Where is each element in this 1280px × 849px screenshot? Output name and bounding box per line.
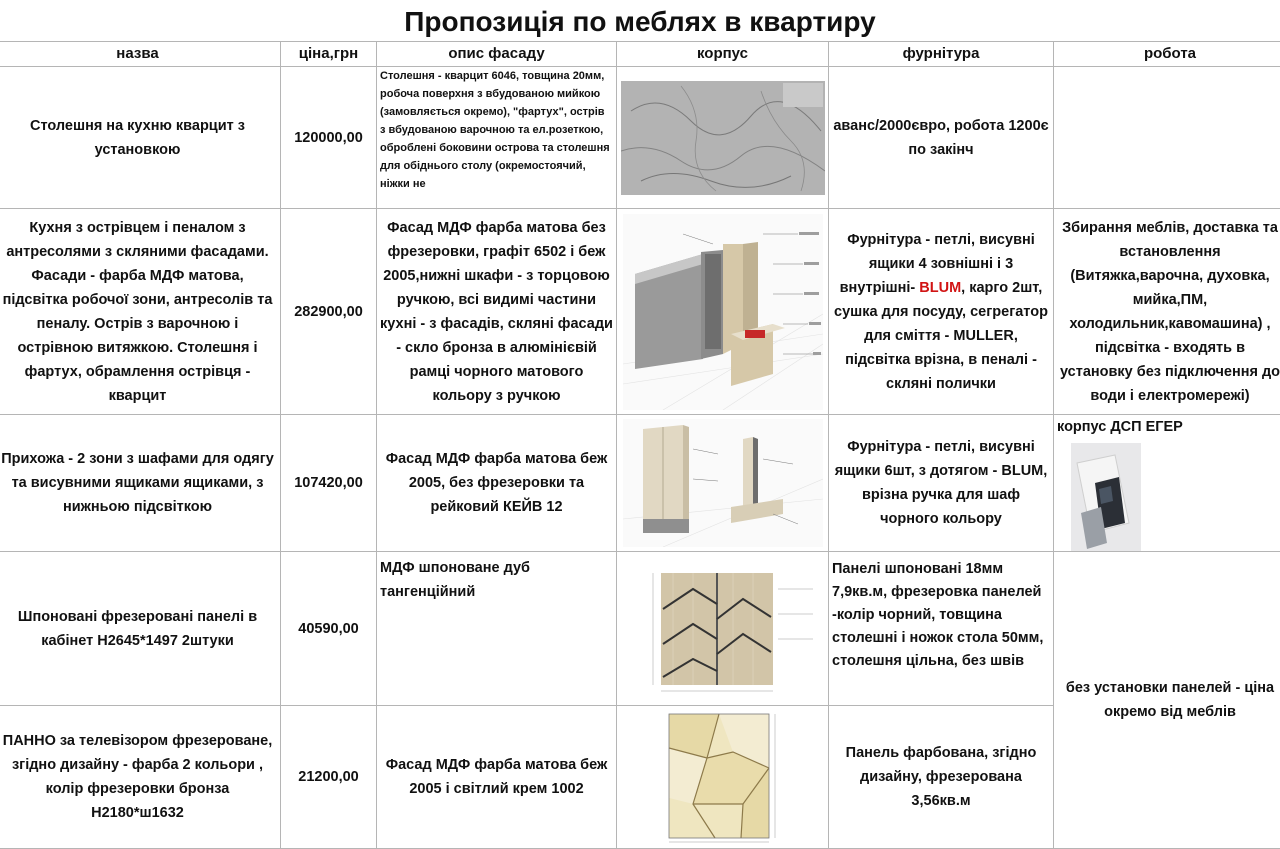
table-row: Прихожа - 2 зони з шафами для одягу та в… <box>0 415 1280 552</box>
table-row: Шпоновані фрезеровані панелі в кабінет Н… <box>0 552 1280 706</box>
row-facade: Фасад МДФ фарба матова без фрезеровки, г… <box>377 209 617 415</box>
header-work: робота <box>1054 42 1280 67</box>
row-facade: Фасад МДФ фарба матова беж 2005 і світли… <box>377 706 617 849</box>
row-price: 282900,00 <box>281 209 377 415</box>
panels-image <box>617 552 829 706</box>
row-fittings: Фурнітура - петлі, висувні ящики 4 зовні… <box>829 209 1054 415</box>
row-work <box>1054 67 1280 209</box>
fittings-text-post: , карго 2шт, сушка для посуду, сегрегато… <box>834 280 1048 392</box>
row-work: без установки панелей - ціна окремо від … <box>1054 552 1280 849</box>
row-name: ПАННО за телевізором фрезероване, згідно… <box>0 706 281 849</box>
row-name: Столешня на кухню кварцит з установкою <box>0 67 281 209</box>
row-name: Кухня з острівцем і пеналом з антресолям… <box>0 209 281 415</box>
kitchen-image <box>617 209 829 415</box>
hallway-image <box>617 415 829 552</box>
brand-blum: BLUM <box>919 280 961 296</box>
kitchen-drawing <box>623 214 823 410</box>
countertop-image <box>617 67 829 209</box>
header-facade: опис фасаду <box>377 42 617 67</box>
row-facade: Столешня - кварцит 6046, товщина 20мм, р… <box>377 67 617 209</box>
header-name: назва <box>0 42 281 67</box>
egger-samples-photo <box>1071 443 1141 551</box>
fittings-text: Панелі шпоновані 18мм 7,9кв.м, фрезеровк… <box>832 552 1050 673</box>
hallway-drawing <box>623 419 823 547</box>
header-body: корпус <box>617 42 829 67</box>
row-fittings: Панель фарбована, згідно дизайну, фрезер… <box>829 706 1054 849</box>
row-facade: Фасад МДФ фарба матова беж 2005, без фре… <box>377 415 617 552</box>
row-work: корпус ДСП ЕГЕР <box>1054 415 1280 552</box>
work-text: корпус ДСП ЕГЕР <box>1057 415 1280 439</box>
header-price: ціна,грн <box>281 42 377 67</box>
row-price: 107420,00 <box>281 415 377 552</box>
panels-drawing <box>623 559 823 699</box>
header-row: назва ціна,грн опис фасаду корпус фурніт… <box>0 42 1280 67</box>
table-row: Кухня з острівцем і пеналом з антресолям… <box>0 209 1280 415</box>
panno-image <box>617 706 829 849</box>
row-name: Шпоновані фрезеровані панелі в кабінет Н… <box>0 552 281 706</box>
panno-drawing <box>623 708 823 846</box>
row-facade: МДФ шпоноване дуб тангенційний <box>377 552 617 706</box>
page-title: Пропозиція по меблях в квартиру <box>0 0 1280 41</box>
facade-text: МДФ шпоноване дуб тангенційний <box>380 552 613 604</box>
row-price: 21200,00 <box>281 706 377 849</box>
row-fittings: Фурнітура - петлі, висувні ящики 6шт, з … <box>829 415 1054 552</box>
header-fittings: фурнітура <box>829 42 1054 67</box>
facade-text: Столешня - кварцит 6046, товщина 20мм, р… <box>380 67 613 205</box>
countertop-photo <box>621 81 825 195</box>
row-work: Збирання меблів, доставка та встановленн… <box>1054 209 1280 415</box>
table-row: Столешня на кухню кварцит з установкою 1… <box>0 67 1280 209</box>
furniture-table: назва ціна,грн опис фасаду корпус фурніт… <box>0 41 1280 849</box>
row-name: Прихожа - 2 зони з шафами для одягу та в… <box>0 415 281 552</box>
row-price: 120000,00 <box>281 67 377 209</box>
row-fittings: аванс/2000євро, робота 1200є по закінч <box>829 67 1054 209</box>
row-price: 40590,00 <box>281 552 377 706</box>
row-fittings: Панелі шпоновані 18мм 7,9кв.м, фрезеровк… <box>829 552 1054 706</box>
